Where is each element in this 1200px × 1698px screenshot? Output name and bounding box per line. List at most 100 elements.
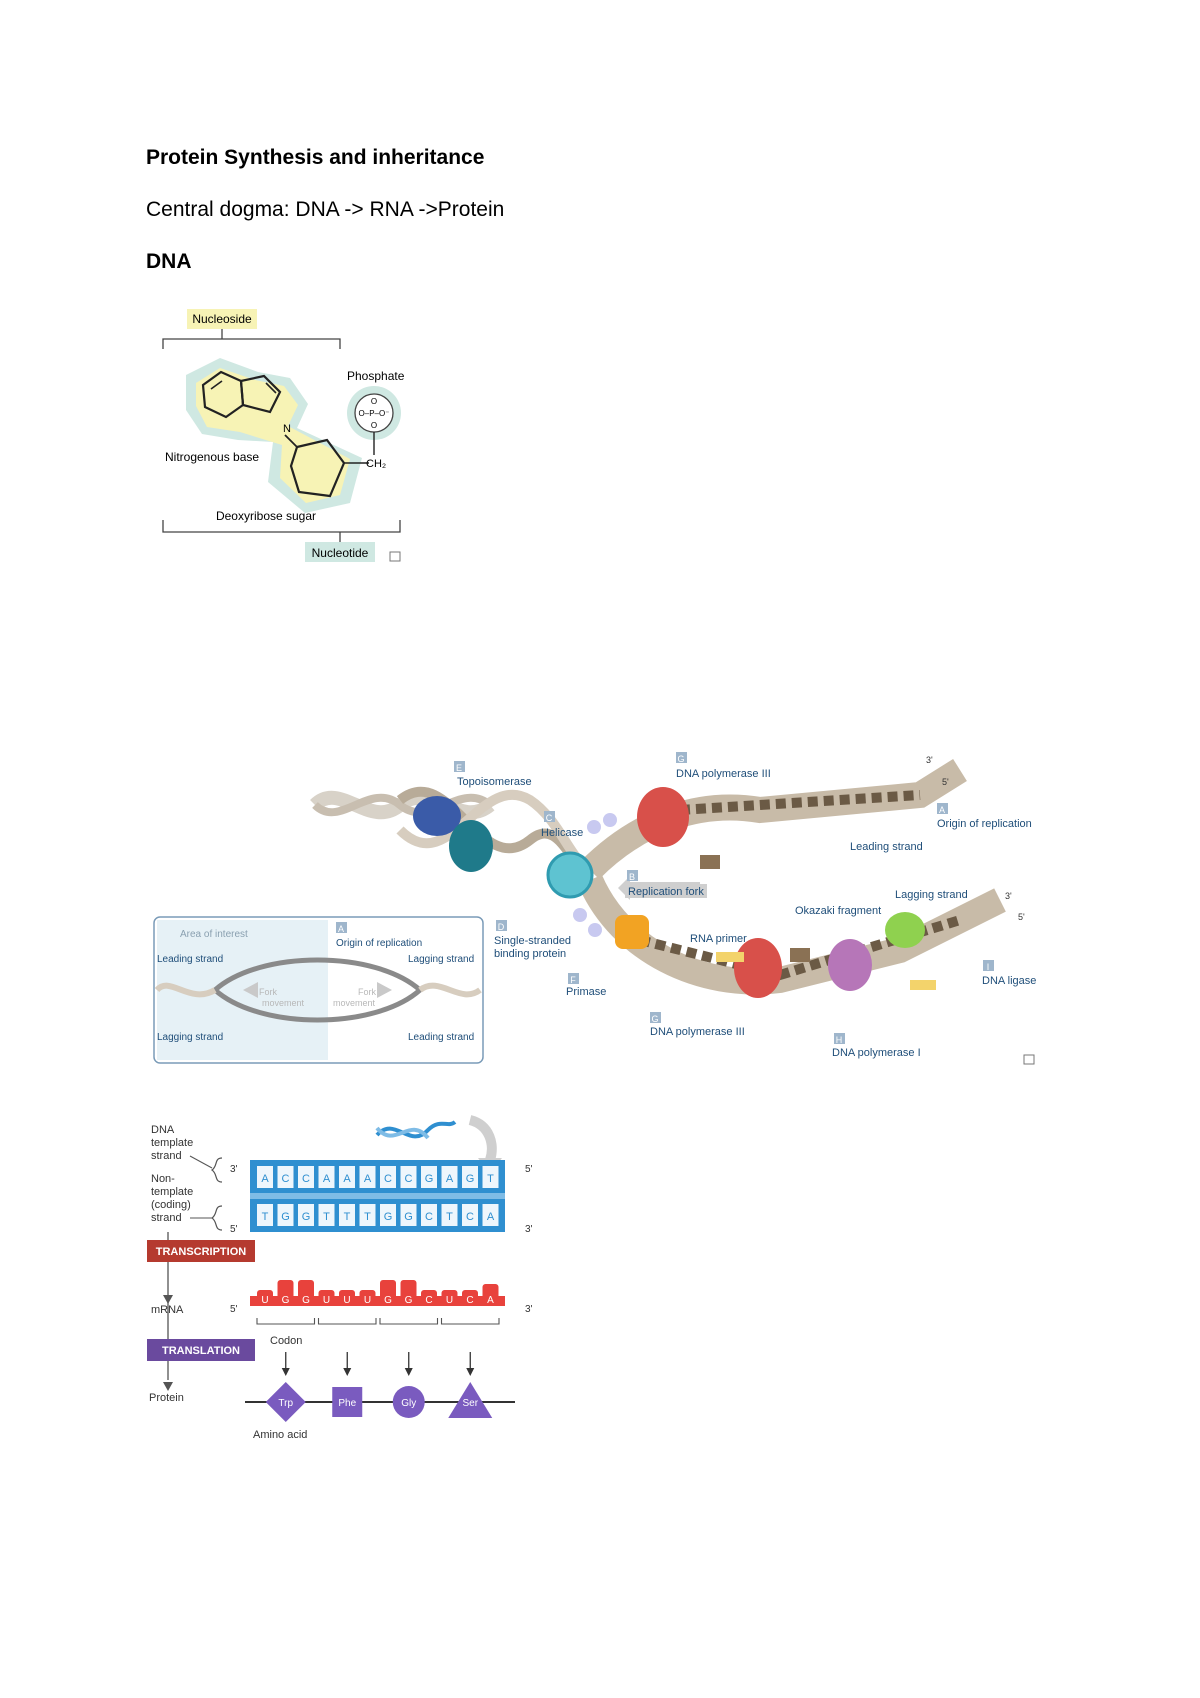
label-a-box	[937, 803, 948, 814]
parental-dna-2	[396, 789, 593, 875]
phosphate-bottom-o: O	[371, 421, 377, 430]
mrna-base-letter: U	[364, 1295, 371, 1306]
coding-label-4: strand	[151, 1212, 182, 1224]
bottom-base-tile	[339, 1204, 355, 1226]
dna-pol3-top-shape	[637, 787, 689, 847]
bottom-base-letter: T	[364, 1211, 371, 1223]
template-brace	[210, 1157, 223, 1183]
mrna-base-tile	[257, 1290, 273, 1306]
amino-acid-label: Amino acid	[253, 1429, 307, 1441]
bottom-base-tile	[421, 1204, 437, 1226]
base-pentagon	[239, 374, 282, 414]
dna-ligase-shape	[885, 912, 925, 948]
top-base-letter: A	[343, 1173, 351, 1185]
mrna-base-tile	[421, 1290, 437, 1306]
bottom-base-letter: G	[281, 1211, 290, 1223]
arrow-to-mrna	[163, 1295, 173, 1304]
inset-fork-left-1: Fork	[259, 987, 278, 997]
mrna-3-prime: 3'	[525, 1304, 533, 1315]
amino-acid-shape	[265, 1382, 306, 1422]
codon-brackets	[256, 1318, 500, 1376]
bottom-base-letter: T	[262, 1211, 269, 1223]
label-g-box	[676, 752, 687, 763]
nucleoside-label: Nucleoside	[192, 312, 252, 326]
lagging-strand-label: Lagging strand	[895, 889, 968, 901]
top-base-letter: C	[282, 1173, 290, 1185]
coding-label-1: Non-	[151, 1173, 175, 1185]
primase-label: Primase	[566, 986, 606, 998]
origin-label: Origin of replication	[937, 818, 1032, 830]
top-5-prime: 5'	[942, 777, 949, 787]
mrna-base-letter: C	[466, 1295, 473, 1306]
amino-acid-name: Phe	[338, 1398, 356, 1409]
ssb-dot-4	[588, 923, 602, 937]
translation-bar	[147, 1339, 255, 1361]
nitrogenous-base-label: Nitrogenous base	[165, 450, 259, 464]
mrna-base-tile	[441, 1290, 458, 1306]
label-g2-box	[650, 1012, 661, 1023]
zoom-arrow	[468, 1115, 497, 1162]
removed-primer-shape	[910, 980, 936, 990]
top-5-prime: 5'	[525, 1164, 533, 1175]
bottom-base-letter: T	[344, 1211, 351, 1223]
transcription-label: TRANSCRIPTION	[156, 1246, 247, 1258]
label-h-letter: H	[836, 1035, 843, 1045]
amino-acid-name: Gly	[401, 1398, 416, 1409]
deoxyribose-label: Deoxyribose sugar	[216, 509, 316, 523]
inset-area-label: Area of interest	[180, 929, 248, 940]
bottom-base-letter: G	[404, 1211, 413, 1223]
ssb-dot-3	[573, 908, 587, 922]
top-base-letter: G	[425, 1173, 434, 1185]
top-base-tile	[277, 1166, 294, 1188]
primase-shape	[615, 915, 649, 949]
nucleotide-label-box	[305, 542, 375, 562]
parental-dna-strand	[312, 793, 493, 817]
expand-icon[interactable]	[389, 551, 401, 562]
bottom-base-tile	[298, 1204, 314, 1226]
inset-lagging-left: Lagging strand	[157, 1032, 223, 1043]
amino-acid-shape	[392, 1386, 425, 1418]
top-base-tile	[462, 1166, 478, 1188]
amino-acid-shape	[448, 1382, 493, 1418]
dna-pol3-bottom-shape	[734, 938, 782, 998]
dna-section-heading: DNA	[146, 250, 192, 273]
expand-icon[interactable]	[1023, 1054, 1035, 1065]
fragment-piece	[700, 855, 720, 869]
rna-primer-shape	[716, 952, 744, 962]
base-double-bond	[210, 380, 223, 390]
top-base-letter: T	[487, 1173, 494, 1185]
label-i-box	[983, 960, 994, 971]
top-base-tile	[359, 1166, 376, 1188]
mrna-base-letter: G	[302, 1295, 310, 1306]
dna-ladder-center	[250, 1193, 505, 1199]
label-a-letter: A	[939, 805, 945, 815]
top-base-tile	[318, 1166, 335, 1188]
codon-arrowhead	[466, 1368, 475, 1376]
top-base-tile	[421, 1166, 437, 1188]
nucleoside-halo-inner	[196, 368, 350, 503]
bottom-base-letter: A	[487, 1211, 495, 1223]
codon-arrowhead	[343, 1368, 352, 1376]
replication-fork-label: Replication fork	[628, 886, 704, 898]
inset-origin-label: Origin of replication	[336, 938, 422, 949]
bottom-5-prime: 5'	[230, 1224, 238, 1235]
mrna-base-tile	[277, 1280, 294, 1306]
sugar-ring	[289, 438, 346, 498]
dna-pol3-bottom-label: DNA polymerase III	[650, 1026, 745, 1038]
mrna-base-letter: G	[282, 1295, 290, 1306]
helicase-label: Helicase	[541, 827, 583, 839]
label-f-letter: F	[570, 975, 576, 985]
ssb-label-1: Single-stranded	[494, 935, 571, 947]
fork-arrow-left	[243, 982, 258, 998]
coding-brace	[210, 1205, 223, 1231]
mrna-5-prime: 5'	[230, 1304, 238, 1315]
inset-dna-left	[154, 982, 217, 998]
top-base-letter: A	[323, 1173, 331, 1185]
top-base-letter: C	[302, 1173, 310, 1185]
inset-lagging-right: Lagging strand	[408, 954, 474, 965]
fork-arrow-right	[377, 982, 392, 998]
